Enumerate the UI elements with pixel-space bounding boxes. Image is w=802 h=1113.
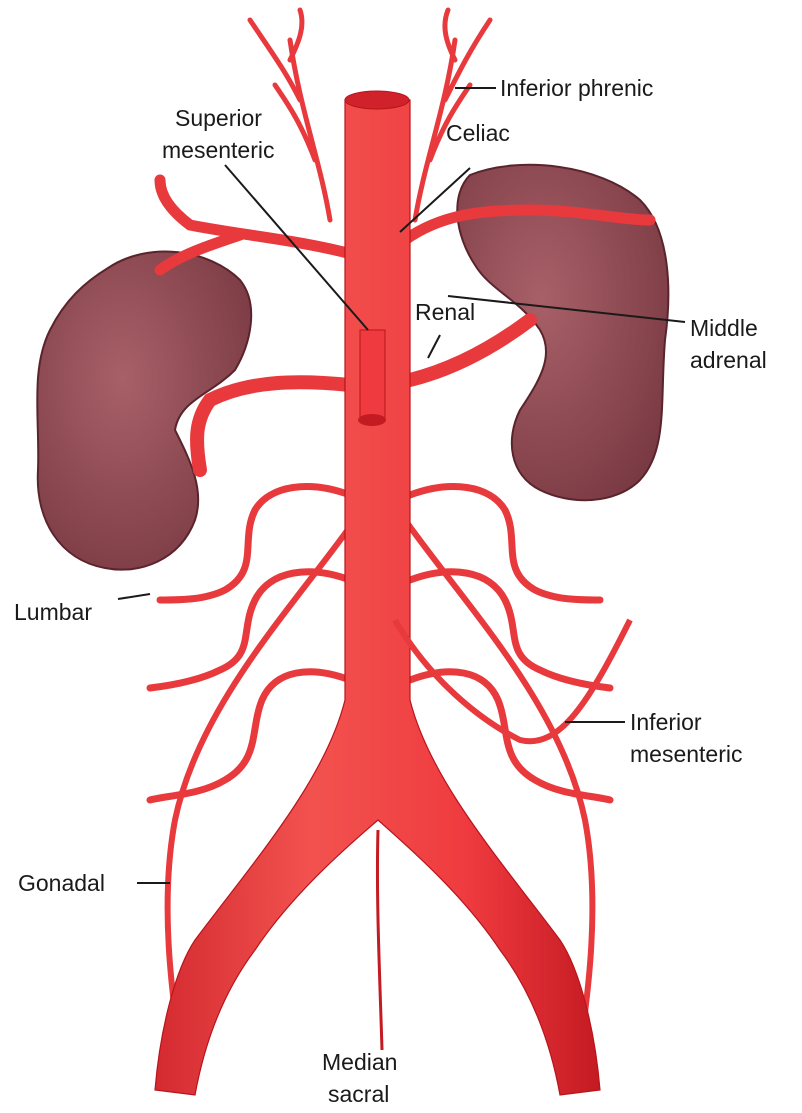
label-middle-adrenal-line2: adrenal — [690, 347, 767, 373]
label-lumbar: Lumbar — [14, 599, 92, 625]
label-inferior-mesenteric-line2: mesenteric — [630, 741, 742, 767]
label-superior-mesenteric-line1: Superior — [175, 105, 262, 131]
left-kidney-shape — [37, 251, 251, 569]
superior-mesenteric-opening — [358, 414, 386, 426]
label-celiac: Celiac — [446, 120, 510, 146]
label-inferior-phrenic: Inferior phrenic — [500, 75, 653, 101]
label-median-sacral-line1: Median — [322, 1049, 397, 1075]
label-renal: Renal — [415, 299, 475, 325]
label-gonadal: Gonadal — [18, 870, 105, 896]
superior-mesenteric-artery — [360, 330, 385, 420]
label-inferior-mesenteric-line1: Inferior — [630, 709, 702, 735]
label-superior-mesenteric-line2: mesenteric — [162, 137, 274, 163]
label-median-sacral-line2: sacral — [328, 1081, 389, 1107]
label-middle-adrenal-line1: Middle — [690, 315, 758, 341]
median-sacral-artery — [377, 830, 382, 1050]
left-kidney — [37, 251, 251, 569]
aorta-top-opening — [345, 91, 409, 109]
